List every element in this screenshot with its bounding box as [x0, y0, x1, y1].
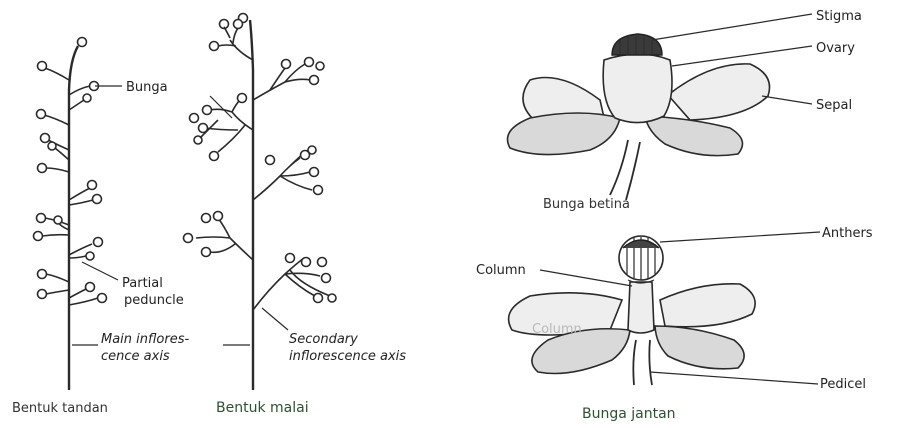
caption-bunga-jantan: Bunga jantan — [582, 406, 676, 422]
male-flower-drawing — [509, 236, 756, 385]
label-main-inflorescence-axis-1: Main inflores- — [101, 332, 189, 347]
label-peduncle: peduncle — [124, 293, 184, 308]
spike-inflorescence-drawing — [34, 38, 107, 391]
label-secondary-inflorescence-axis-1: Secondary — [289, 332, 358, 347]
caption-bentuk-tandan: Bentuk tandan — [12, 401, 108, 416]
label-main-inflorescence-axis-2: cence axis — [101, 349, 170, 364]
label-stigma: Stigma — [816, 9, 862, 24]
label-sepal: Sepal — [816, 98, 852, 113]
label-column-faint: Column — [532, 322, 582, 337]
label-partial: Partial — [122, 276, 163, 291]
caption-bentuk-malai: Bentuk malai — [216, 400, 309, 416]
label-secondary-inflorescence-axis-2: inflorescence axis — [289, 349, 406, 364]
label-bunga: Bunga — [126, 80, 168, 95]
caption-bunga-betina: Bunga betina — [543, 197, 630, 212]
female-flower-drawing — [508, 34, 770, 200]
label-anthers: Anthers — [822, 226, 873, 241]
label-ovary: Ovary — [816, 41, 855, 56]
label-column: Column — [476, 263, 526, 278]
label-pedicel: Pedicel — [820, 377, 866, 392]
